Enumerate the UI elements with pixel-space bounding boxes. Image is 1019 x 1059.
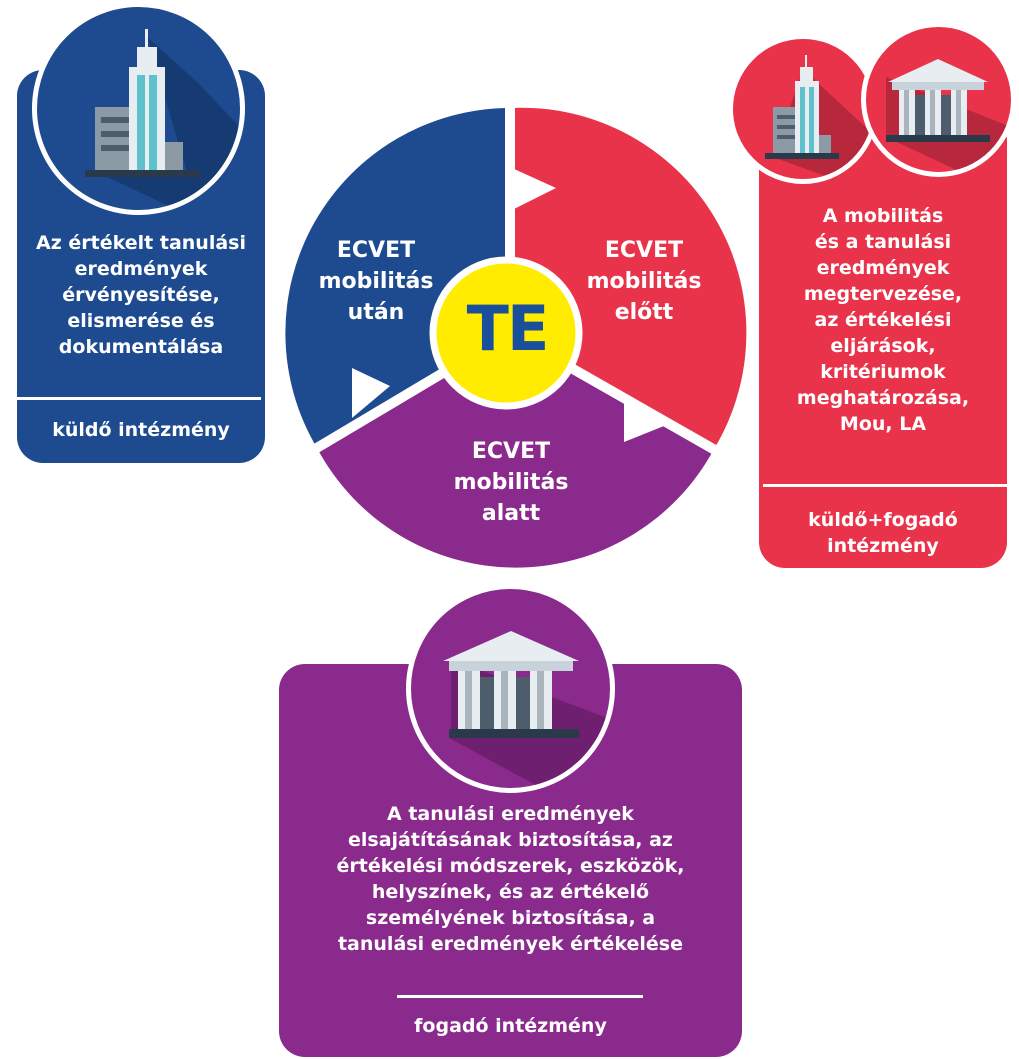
cycle-during-line3: alatt [481,501,541,526]
cycle-after-line1: ECVET [336,238,416,263]
cycle-before-line2: mobilitás [586,269,702,294]
card-right-divider [763,484,1007,487]
cycle-during-line1: ECVET [471,439,551,464]
card-left-line: Az értékelt tanulási [36,232,246,254]
institution-building-icon [406,584,615,793]
card-left-footer-line: küldő intézmény [52,419,230,441]
cycle-arrow-top [512,168,556,210]
card-bottom-line: helyszínek, és az értékelő [371,881,650,903]
card-sending-receiving-institution: A mobilitás és a tanulási eredmények meg… [759,115,1007,568]
card-right-line: A mobilitás [822,205,944,227]
card-left-line: eredmények [74,258,208,280]
card-right-footer: küldő+fogadó intézmény [759,507,1007,559]
card-bottom-line: A tanulási eredmények [387,803,634,825]
card-left-divider [17,397,261,400]
card-bottom-footer: fogadó intézmény [279,1013,742,1039]
card-bottom-body: A tanulási eredmények elsajátításának bi… [279,801,742,957]
card-right-footer-line: intézmény [827,535,939,557]
card-right-footer-line: küldő+fogadó [808,509,958,531]
card-right-line: eljárások, [830,335,936,357]
cycle-after-line3: után [347,300,405,325]
card-receiving-institution: A tanulási eredmények elsajátításának bi… [279,664,742,1057]
card-right-body: A mobilitás és a tanulási eredmények meg… [759,203,1007,437]
card-bottom-footer-line: fogadó intézmény [414,1015,607,1037]
cycle-label-after: ECVET mobilitás után [296,235,456,328]
card-bottom-line: értékelési módszerek, eszközök, [336,855,685,877]
cycle-label-during: ECVET mobilitás alatt [431,436,591,529]
cycle-after-line2: mobilitás [318,269,434,294]
cycle-during-line2: mobilitás [453,470,569,495]
cycle-arrow-left [352,368,390,418]
center-circle [429,256,583,410]
card-right-line: és a tanulási [814,231,952,253]
cycle-arrow-right [624,400,664,442]
card-left-body: Az értékelt tanulási eredmények érvényes… [17,230,265,360]
card-left-line: érvényesítése, [62,284,220,306]
card-right-line: az értékelési [814,309,952,331]
card-right-line: megtervezése, [803,283,963,305]
card-left-line: dokumentálása [58,336,224,358]
institution-building-icon [861,22,1016,177]
card-bottom-line: elsajátításának biztosítása, az [348,829,673,851]
cycle-before-line3: előtt [614,300,674,325]
card-bottom-line: tanulási eredmények értékelése [337,933,684,955]
card-left-footer: küldő intézmény [17,417,265,443]
card-right-line: eredmények [816,257,950,279]
center-label: TE [466,292,550,365]
card-bottom-line: személyének biztosítása, a [365,907,656,929]
card-left-line: elismerése és [67,310,215,332]
card-bottom-divider [397,995,643,998]
cycle-before-line1: ECVET [604,238,684,263]
card-right-line: Mou, LA [839,413,927,435]
card-right-line: meghatározása, [796,387,970,409]
cycle-label-before: ECVET mobilitás előtt [564,235,724,328]
office-building-icon [728,34,878,184]
card-right-line: kritériumok [820,361,946,383]
office-building-icon [32,2,245,215]
